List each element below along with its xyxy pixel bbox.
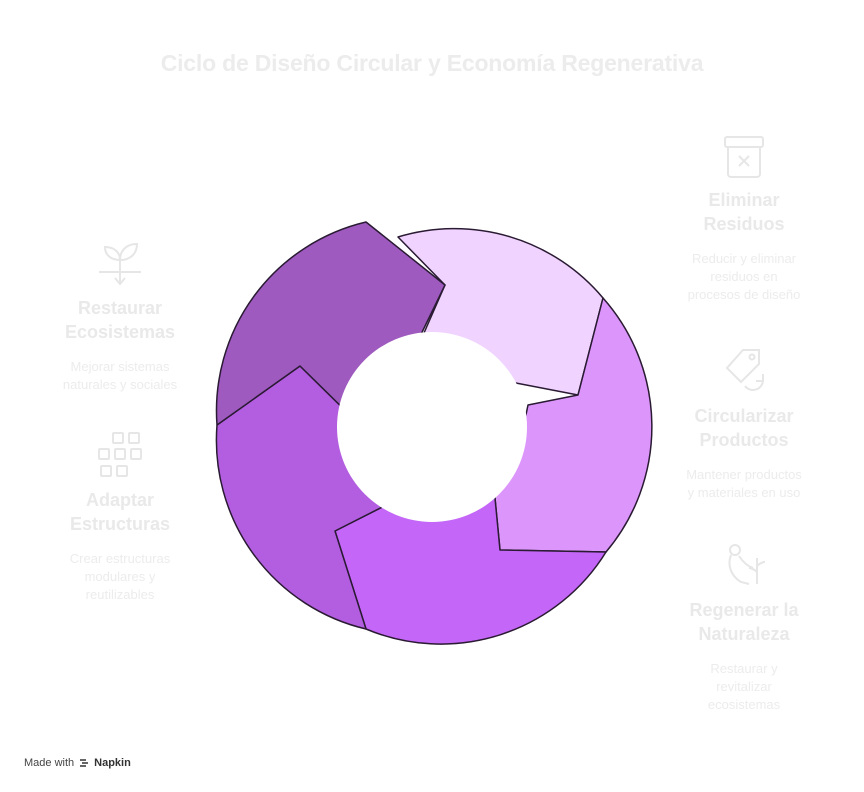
- cycle-center-hole: [337, 332, 527, 522]
- bin-icon: [724, 136, 764, 178]
- item-description: Mantener productos y materiales en uso: [686, 467, 802, 500]
- item-circularizar-productos: Circularizar Productos Mantener producto…: [664, 346, 824, 502]
- napkin-logo-icon: [80, 759, 89, 767]
- diagram-title: Ciclo de Diseño Circular y Economía Rege…: [160, 50, 704, 76]
- item-description: Restaurar y revitalizar ecosistemas: [707, 661, 781, 712]
- item-label: Restaurar Ecosistemas: [64, 298, 176, 342]
- item-eliminar-residuos: Eliminar Residuos Reducir y eliminar res…: [664, 134, 824, 304]
- item-label: Circularizar Productos: [694, 406, 794, 450]
- item-label: Regenerar la Naturaleza: [689, 600, 799, 644]
- recycle-tag-icon: [725, 349, 764, 391]
- item-label: Eliminar Residuos: [703, 190, 785, 234]
- item-restaurar-ecosistemas: Restaurar Ecosistemas Mejorar sistemas n…: [40, 238, 200, 394]
- modules-icon: [98, 432, 142, 477]
- item-label: Adaptar Estructuras: [69, 490, 171, 534]
- bird-plant-icon: [728, 544, 766, 585]
- footer-brand[interactable]: Napkin: [94, 757, 131, 769]
- footer-credit: Made with Napkin: [24, 757, 131, 769]
- item-description: Reducir y eliminar residuos en procesos …: [687, 251, 801, 302]
- item-regenerar-naturaleza: Regenerar la Naturaleza Restaurar y revi…: [664, 540, 824, 714]
- item-description: Crear estructuras modulares y reutilizab…: [69, 551, 171, 602]
- item-description: Mejorar sistemas naturales y sociales: [62, 359, 178, 392]
- item-adaptar-estructuras: Adaptar Estructuras Crear estructuras mo…: [40, 430, 200, 604]
- sprout-icon: [99, 242, 141, 286]
- footer-made-with: Made with: [24, 757, 75, 769]
